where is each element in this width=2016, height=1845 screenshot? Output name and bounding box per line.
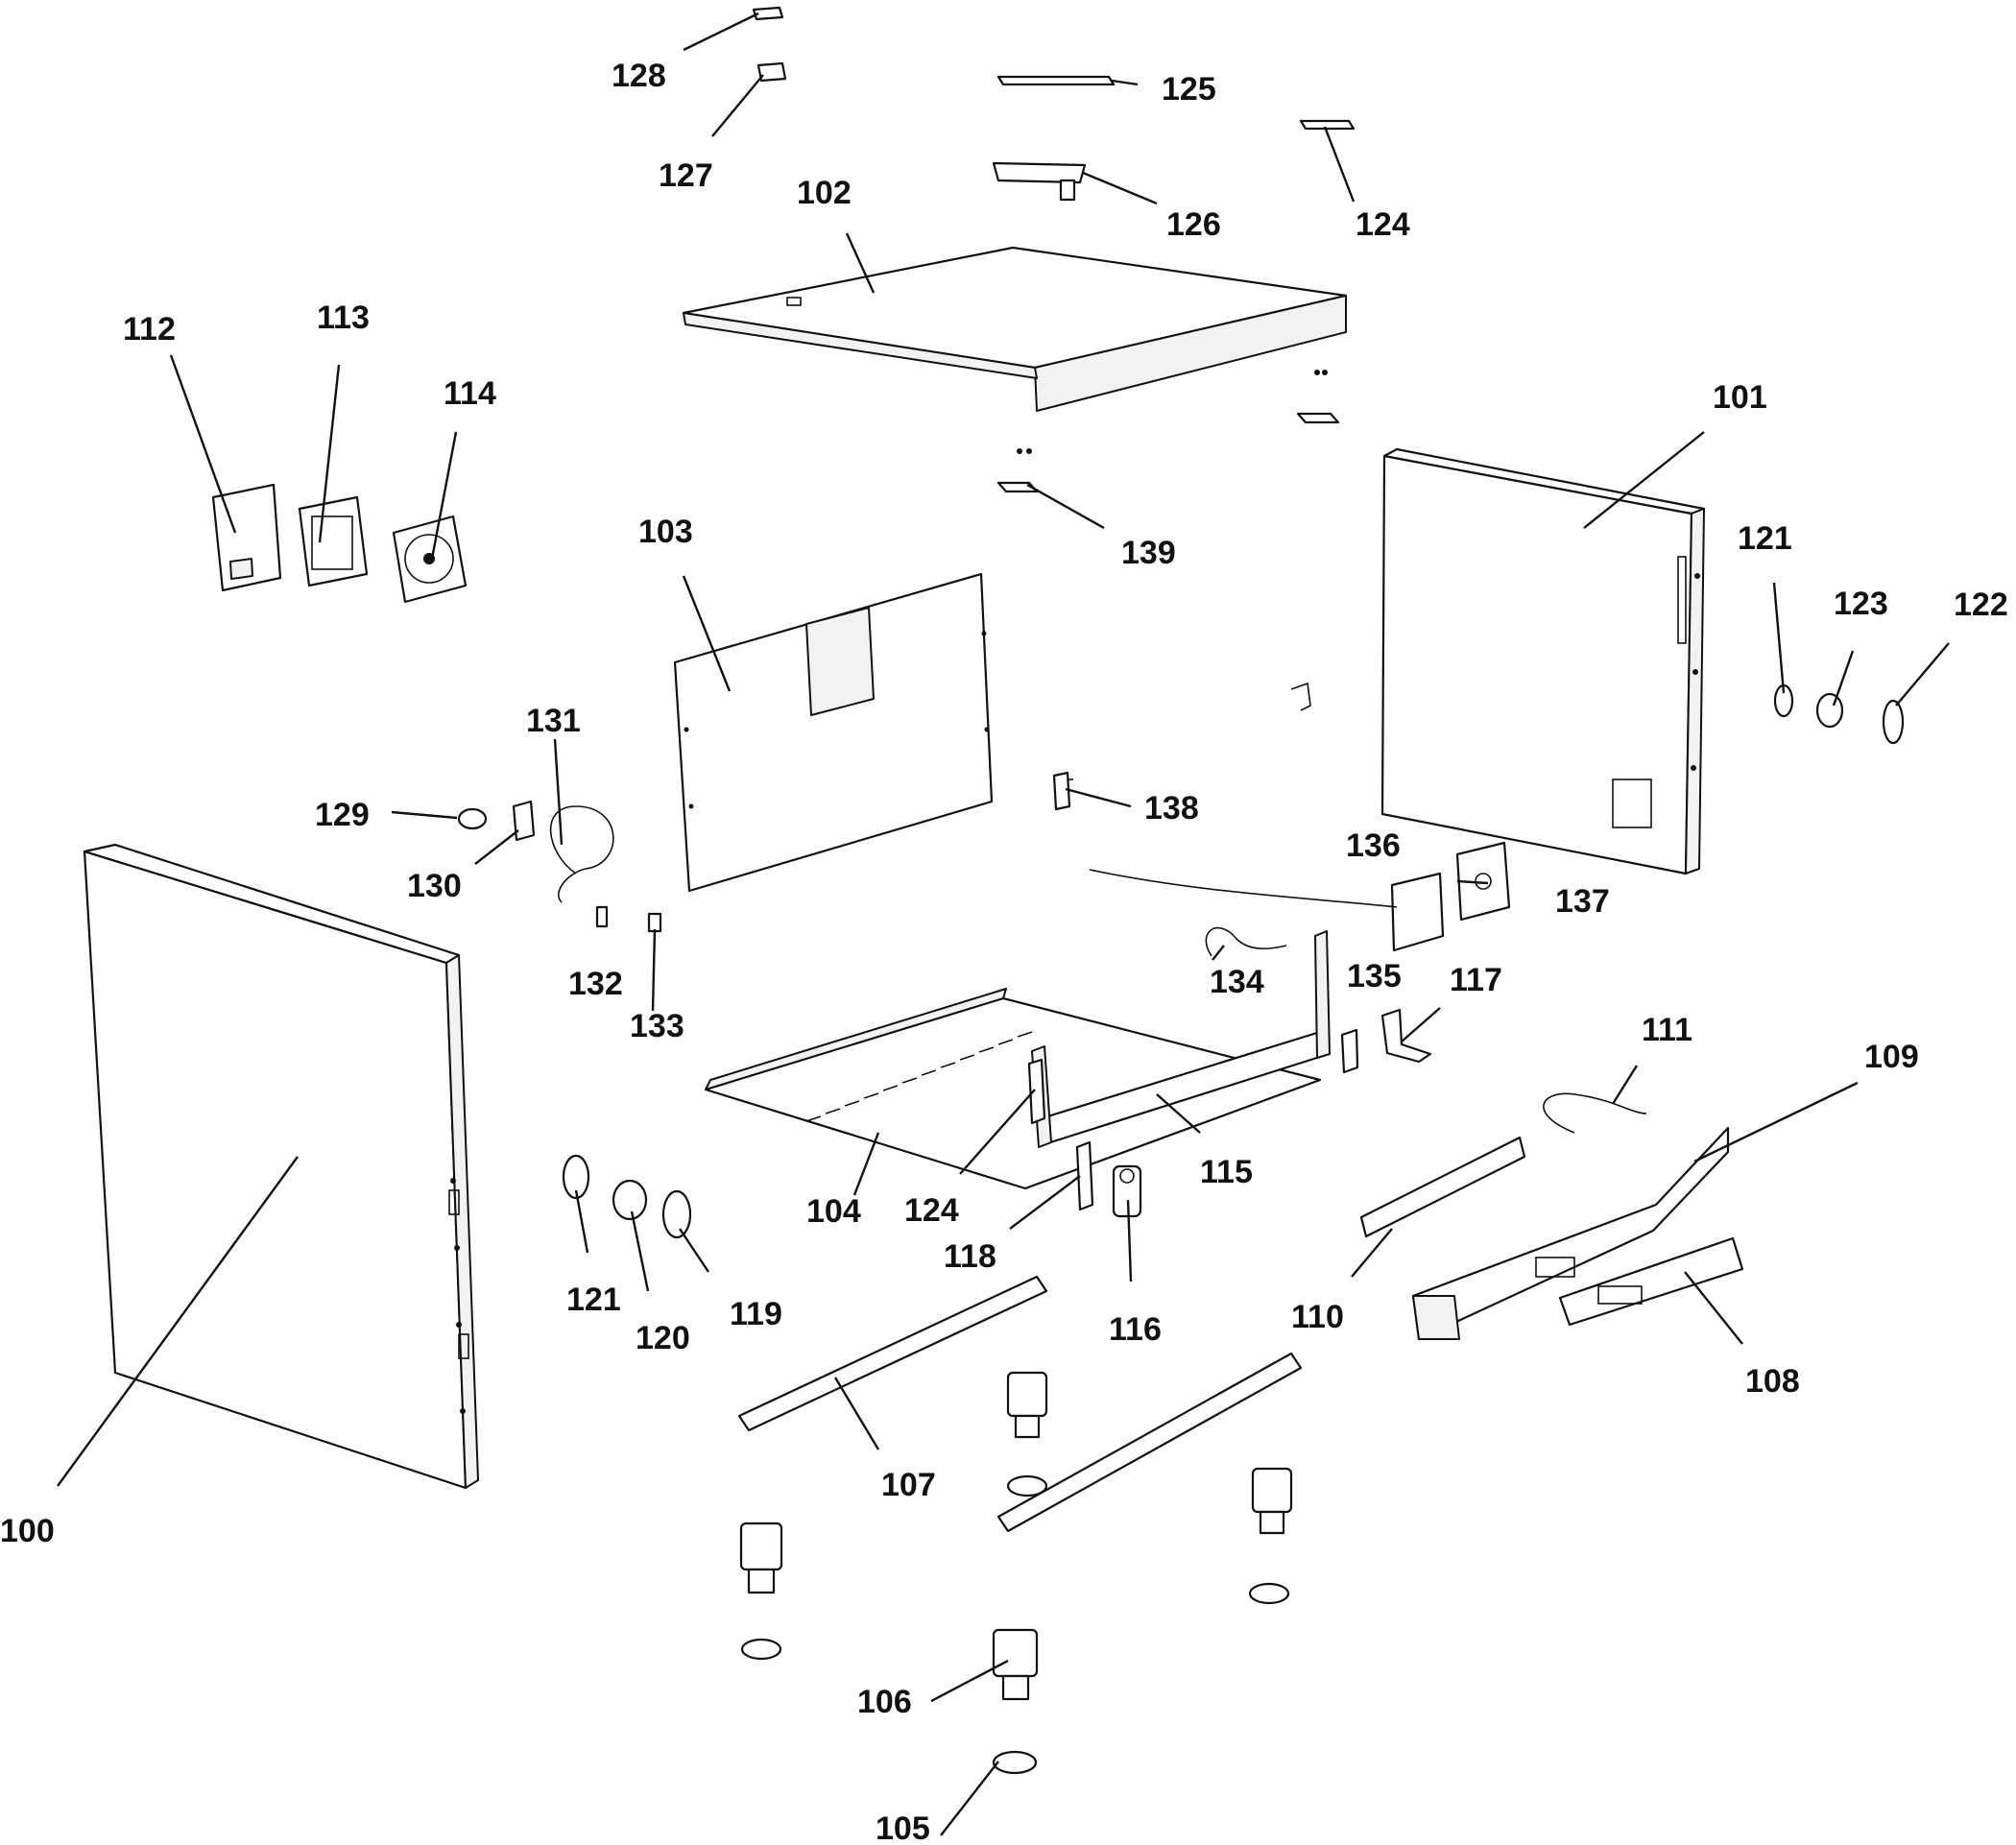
part-106-foot-4	[992, 1628, 1039, 1701]
part-104-base-pan	[704, 988, 1322, 1190]
part-126-latch	[992, 161, 1087, 202]
callout-134: 134	[1210, 964, 1264, 1000]
part-101-right-side-panel	[1380, 447, 1706, 875]
part-113-frame	[298, 495, 369, 587]
part-109-control-housing	[1411, 1126, 1730, 1341]
part-139-bracket	[996, 448, 1039, 493]
callout-107: 107	[881, 1467, 936, 1503]
part-134-wire	[1205, 927, 1287, 957]
part-132-screw	[595, 905, 609, 928]
part-133-screw	[647, 912, 662, 933]
callout-labels: 100 101 102 103 104 105 106 107 108 109 …	[0, 58, 2008, 1845]
callout-136: 136	[1346, 827, 1401, 864]
callout-138: 138	[1144, 790, 1199, 827]
callout-120: 120	[636, 1320, 690, 1356]
callout-104: 104	[806, 1193, 861, 1230]
part-124-tab-upper	[1299, 119, 1356, 131]
callout-133: 133	[630, 1008, 684, 1044]
callout-130: 130	[407, 868, 462, 904]
part-106-foot-1	[1006, 1371, 1048, 1439]
part-112-electronics-box	[211, 483, 282, 592]
part-111-power-cord	[1543, 1092, 1647, 1134]
callout-135: 135	[1347, 958, 1402, 994]
part-top-bracket-right	[1296, 370, 1340, 424]
part-117-bracket	[1380, 1008, 1432, 1064]
part-105-foot-cup-3	[740, 1638, 782, 1661]
part-100-left-side-panel	[83, 843, 479, 1490]
callout-102: 102	[797, 175, 852, 211]
part-120-knob	[612, 1179, 648, 1221]
callout-105: 105	[876, 1810, 930, 1845]
part-119-gasket	[661, 1189, 692, 1239]
callout-132: 132	[568, 966, 623, 1002]
part-106-foot-3	[739, 1522, 783, 1594]
callout-111: 111	[1642, 1012, 1692, 1048]
callout-137: 137	[1555, 883, 1610, 920]
part-130-bracket	[512, 800, 536, 842]
part-110-panel-strip	[1359, 1136, 1526, 1238]
callout-129: 129	[315, 797, 370, 833]
part-114-fan	[392, 515, 468, 604]
callout-116: 116	[1109, 1311, 1162, 1348]
part-118-bracket	[1075, 1140, 1094, 1211]
part-129-fitting	[457, 807, 488, 830]
part-124-bracket-lower	[1027, 1058, 1046, 1125]
callout-118: 118	[944, 1238, 996, 1275]
callout-110: 110	[1291, 1299, 1344, 1335]
callout-124-upper: 124	[1356, 206, 1410, 243]
callout-109: 109	[1864, 1039, 1919, 1075]
part-138-clip	[1052, 771, 1073, 811]
callout-126: 126	[1166, 206, 1221, 243]
part-105-foot-cup-4	[992, 1750, 1038, 1775]
callout-117: 117	[1450, 962, 1502, 998]
part-123-knob	[1815, 692, 1844, 729]
part-108-display-panel	[1558, 1236, 1744, 1327]
part-103-rear-panel	[673, 572, 994, 893]
part-121-hinge-left	[562, 1154, 590, 1200]
part-clip-upper	[1290, 682, 1311, 711]
callout-100: 100	[0, 1513, 55, 1549]
callout-139: 139	[1121, 535, 1176, 571]
callout-108: 108	[1745, 1363, 1800, 1400]
part-131-hose	[549, 805, 614, 903]
part-125-strip	[996, 75, 1116, 86]
callout-128: 128	[612, 58, 666, 94]
callout-124-lower: 124	[904, 1192, 959, 1229]
callout-115: 115	[1200, 1154, 1253, 1190]
callout-123: 123	[1834, 586, 1888, 622]
callout-121-right: 121	[1738, 520, 1792, 557]
callout-121-left: 121	[566, 1282, 621, 1318]
part-127-clip	[756, 61, 787, 83]
part-106-foot-2	[1251, 1467, 1293, 1535]
callout-114: 114	[444, 375, 496, 412]
callout-125: 125	[1162, 71, 1216, 108]
callout-112: 112	[123, 311, 176, 347]
part-116-valve	[1112, 1164, 1142, 1218]
part-122-gasket	[1882, 699, 1905, 745]
part-105-foot-cup-2	[1248, 1582, 1290, 1605]
callout-131: 131	[526, 703, 581, 739]
part-135-plate	[1340, 1028, 1359, 1074]
callout-127: 127	[659, 157, 713, 194]
leader-lines	[57, 12, 1950, 1836]
part-105-foot-cup-1	[1006, 1474, 1048, 1498]
part-137-cover	[1455, 841, 1511, 922]
callout-113: 113	[317, 300, 370, 336]
part-136-control-box	[1089, 869, 1445, 952]
callout-119: 119	[730, 1296, 782, 1332]
part-102-top-panel	[682, 246, 1348, 412]
part-107-rail-right	[996, 1352, 1303, 1533]
callout-103: 103	[638, 514, 693, 550]
callout-106: 106	[857, 1684, 912, 1720]
callout-122: 122	[1954, 587, 2008, 623]
callout-101: 101	[1713, 379, 1767, 416]
part-107-rail-left	[737, 1275, 1048, 1432]
